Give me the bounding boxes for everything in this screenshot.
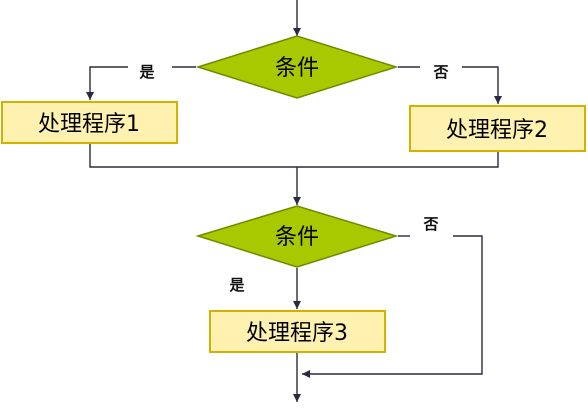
decision1-no-connector-2 <box>462 66 502 104</box>
decision2-yes-label: 是 <box>228 276 245 294</box>
decision1-yes-label: 是 <box>138 63 155 81</box>
process2-node: 处理程序2 <box>409 105 586 152</box>
decision1-yes-connector-2 <box>86 66 128 100</box>
process1-label: 处理程序1 <box>38 112 140 137</box>
decision1-node: 条件 <box>195 35 399 99</box>
connectors <box>86 0 502 402</box>
decision2-diamond <box>195 205 399 268</box>
process1-box <box>1 101 178 144</box>
decision2-no-label: 否 <box>422 215 438 233</box>
decision2-label: 条件 <box>275 225 319 250</box>
process3-node: 处理程序3 <box>209 310 386 353</box>
decision1-label: 条件 <box>275 56 319 81</box>
decision1-diamond <box>195 35 399 99</box>
process3-label: 处理程序3 <box>246 321 348 346</box>
decision2-no-connector-2 <box>302 235 483 378</box>
merge-left <box>89 143 499 168</box>
process1-node: 处理程序1 <box>1 101 178 144</box>
process3-box <box>209 310 386 353</box>
process2-label: 处理程序2 <box>446 118 548 143</box>
decision2-node: 条件 <box>195 205 399 268</box>
process2-box <box>409 105 586 152</box>
decision1-no-label: 否 <box>432 63 448 81</box>
